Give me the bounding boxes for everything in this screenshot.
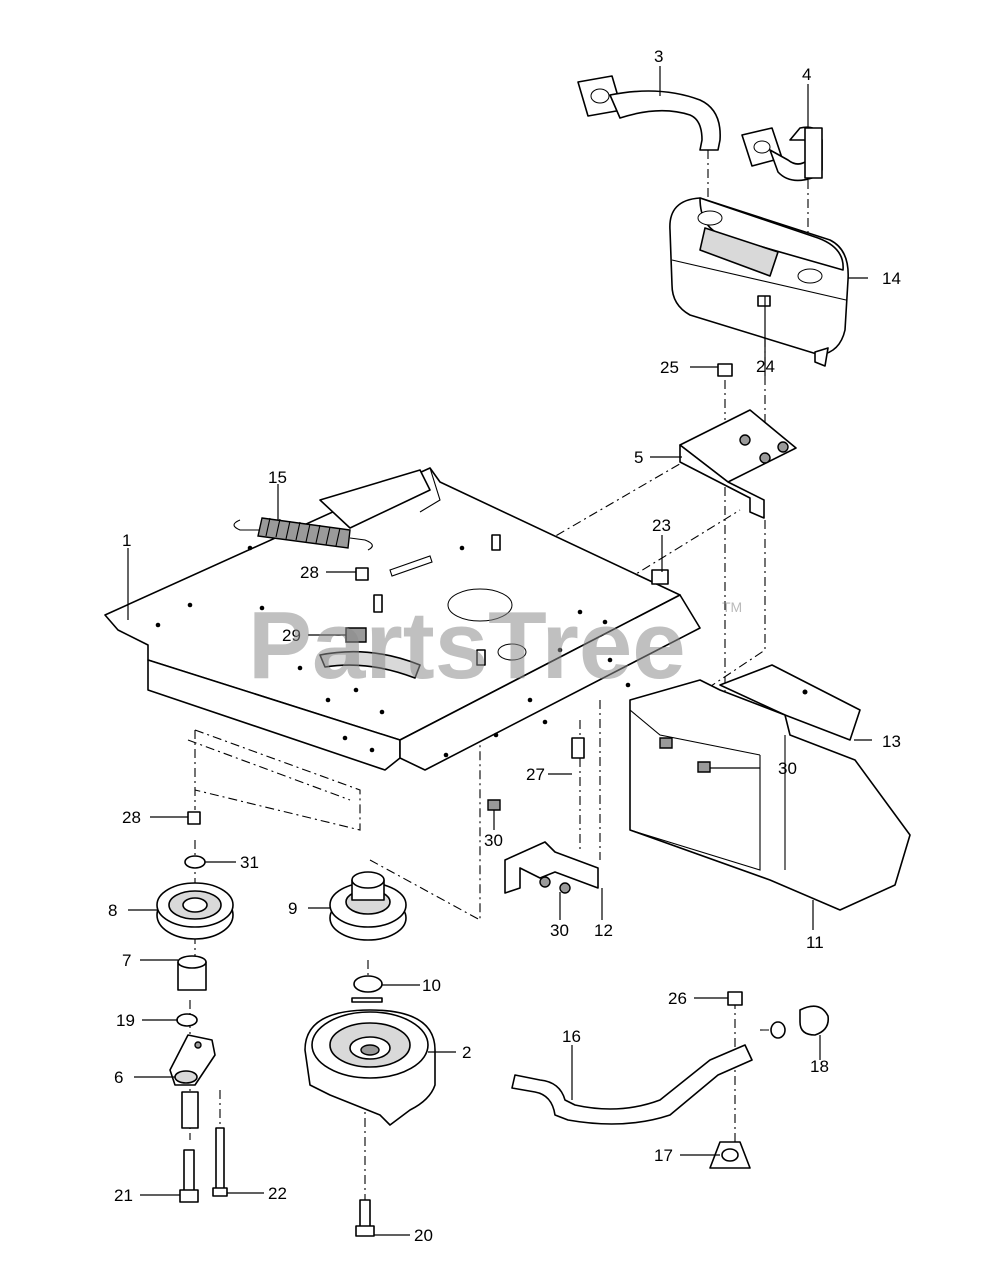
callout-8: 8 — [108, 901, 117, 920]
callout-17: 17 — [654, 1146, 673, 1165]
callout-27: 27 — [526, 765, 545, 784]
callout-31: 31 — [240, 853, 259, 872]
exhaust-pipe-4 — [741, 126, 823, 182]
callout-24: 24 — [756, 357, 775, 376]
extension-spring — [233, 517, 373, 551]
callout-3: 3 — [654, 47, 663, 66]
callout-10: 10 — [422, 976, 441, 995]
callout-30-left: 30 — [484, 831, 503, 850]
leader-lines — [127, 66, 872, 1236]
callout-1: 1 — [122, 531, 131, 550]
idler-pulley — [156, 882, 234, 940]
callout-28-left: 28 — [122, 808, 141, 827]
pto-clutch — [304, 975, 436, 1126]
watermark-logo: PartsTree — [248, 592, 686, 699]
callout-23: 23 — [652, 516, 671, 535]
exhaust-pipe-3 — [577, 75, 721, 151]
callout-6: 6 — [114, 1068, 123, 1087]
callout-18: 18 — [810, 1057, 829, 1076]
callout-2: 2 — [462, 1043, 471, 1062]
callout-4: 4 — [802, 65, 811, 84]
callout-30-bottom: 30 — [550, 921, 569, 940]
callout-12: 12 — [594, 921, 613, 940]
callout-15: 15 — [268, 468, 287, 487]
drive-pulley — [329, 871, 407, 941]
callout-14: 14 — [882, 269, 901, 288]
callout-11: 11 — [806, 933, 824, 952]
callout-19: 19 — [116, 1011, 135, 1030]
callout-21: 21 — [114, 1186, 133, 1205]
muffler-bracket — [679, 409, 797, 519]
fuel-hose — [511, 1044, 753, 1169]
callout-labels: 3 4 14 25 24 5 15 23 1 28 29 13 27 30 28… — [108, 47, 901, 1245]
callout-20: 20 — [414, 1226, 433, 1245]
callout-29: 29 — [282, 626, 301, 645]
callout-13: 13 — [882, 732, 901, 751]
watermark-trademark: TM — [722, 599, 742, 615]
heat-shield — [629, 664, 911, 911]
callout-7: 7 — [122, 951, 131, 970]
callout-28-top: 28 — [300, 563, 319, 582]
deck-plate — [104, 467, 701, 771]
muffler — [669, 197, 849, 367]
mount-bracket — [504, 841, 599, 894]
callout-30-right: 30 — [778, 759, 797, 778]
idler-arm-assembly — [169, 955, 228, 1203]
callout-5: 5 — [634, 448, 643, 467]
callout-9: 9 — [288, 899, 297, 918]
callout-22: 22 — [268, 1184, 287, 1203]
callout-26: 26 — [668, 989, 687, 1008]
fasteners — [184, 295, 830, 1237]
callout-25: 25 — [660, 358, 679, 377]
callout-16: 16 — [562, 1027, 581, 1046]
